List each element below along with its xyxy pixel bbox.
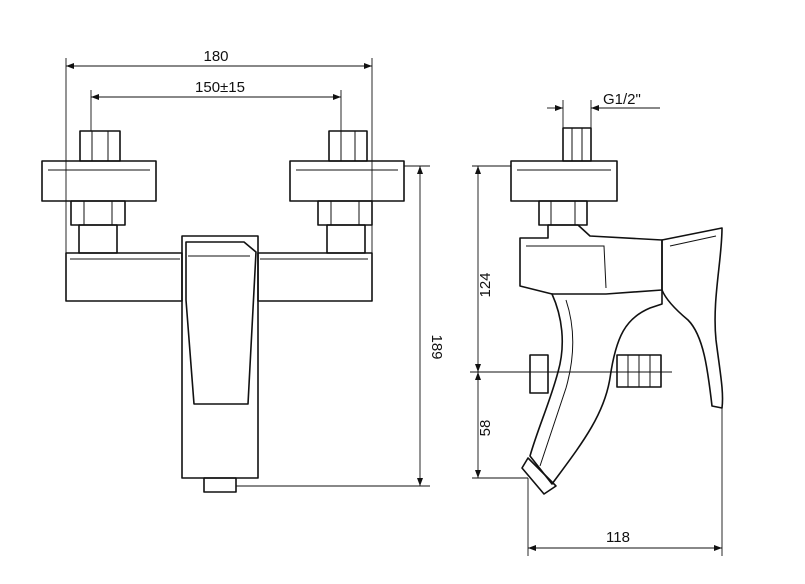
side-lever (661, 227, 724, 409)
dimension-180: 180 (65, 48, 373, 253)
dimension-118: 118 (527, 408, 723, 556)
side-inlet (510, 127, 618, 226)
diverter-knob (470, 354, 672, 394)
dimension-58: 58 (472, 372, 528, 479)
dimension-150: 150±15 (90, 79, 342, 131)
lever-column (181, 235, 259, 493)
left-inlet (41, 130, 157, 254)
side-body (519, 224, 663, 495)
mixer-body (65, 252, 373, 302)
dim-label-118: 118 (606, 529, 630, 546)
dim-label-124: 124 (477, 272, 494, 297)
side-view: G1/2" 124 58 118 (470, 91, 724, 556)
right-inlet (289, 130, 405, 254)
dimension-124: 124 (472, 165, 511, 372)
dimension-thread: G1/2" (547, 91, 660, 128)
front-view: 180 150±15 189 (41, 48, 445, 493)
dim-label-thread: G1/2" (603, 91, 641, 108)
dim-label-189: 189 (428, 334, 445, 359)
dim-label-180: 180 (203, 48, 228, 65)
dim-label-58: 58 (477, 420, 494, 437)
dim-label-150: 150±15 (195, 79, 245, 96)
dimension-189: 189 (236, 165, 445, 487)
